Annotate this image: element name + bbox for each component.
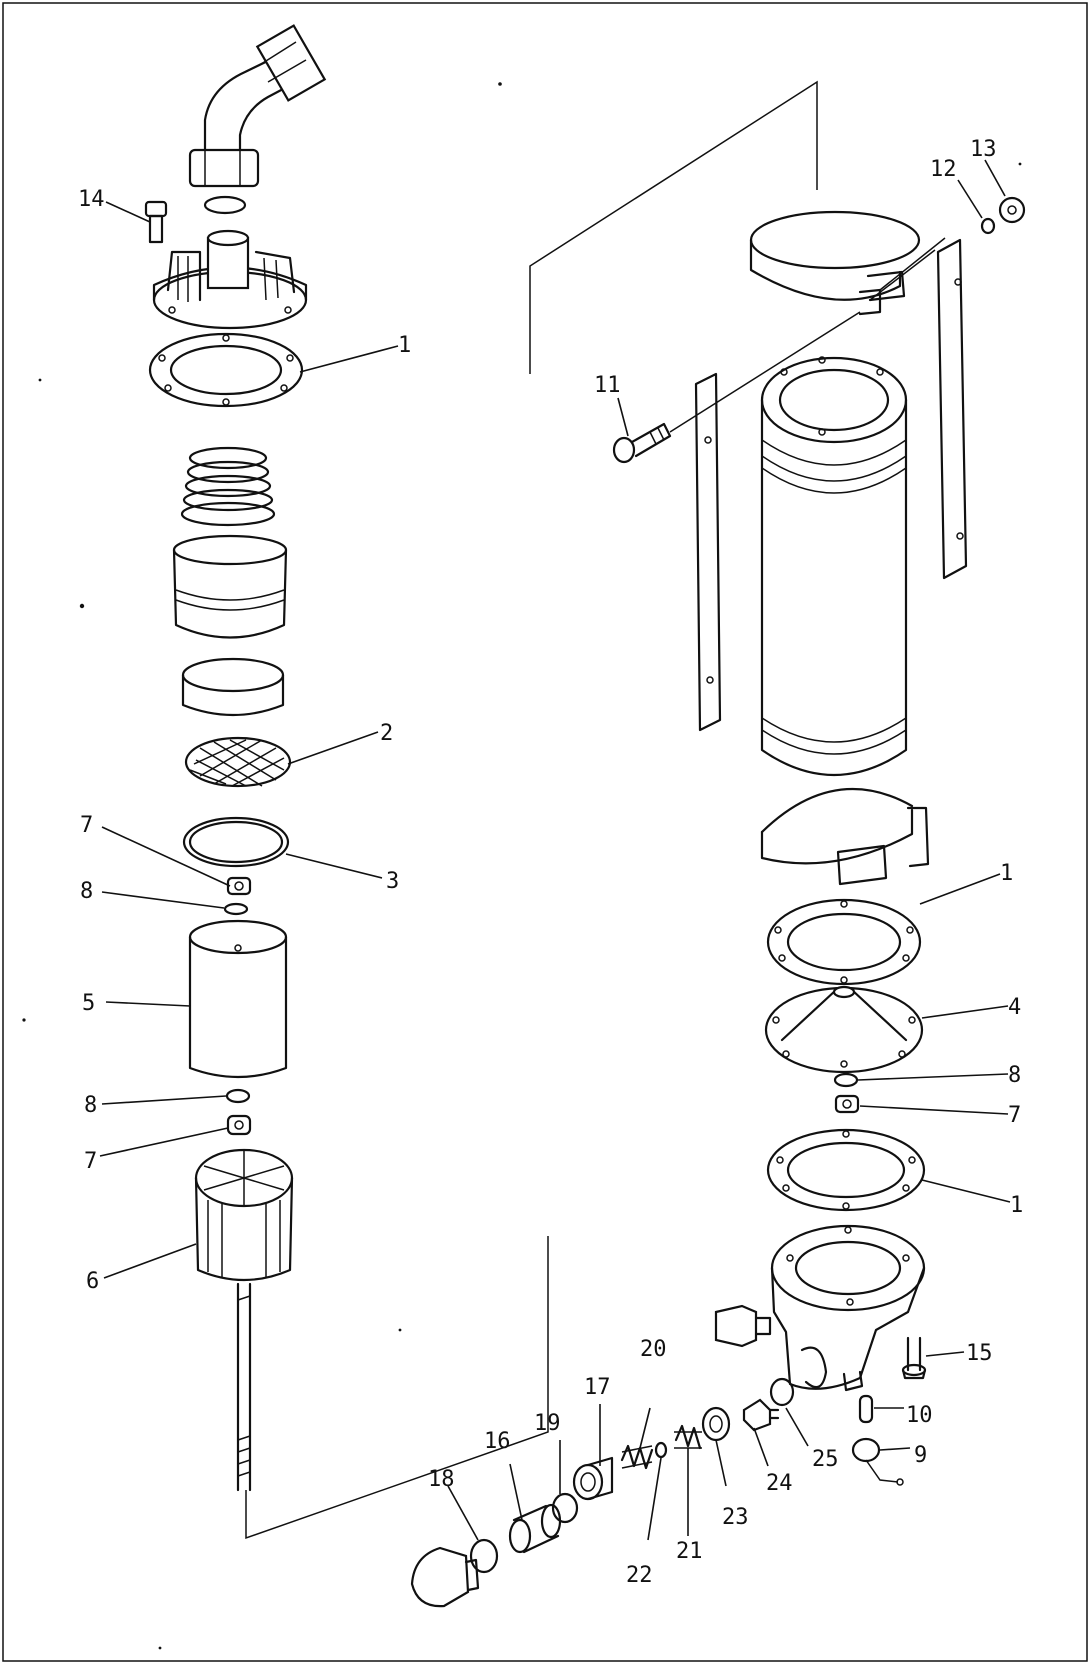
main-cylinder — [760, 356, 908, 776]
inlet-washer — [203, 195, 247, 215]
leader-lines — [99, 159, 1011, 1541]
filter-bowl-6 — [194, 1148, 294, 1282]
callout-20: 20 — [640, 1337, 667, 1362]
spring-21 — [674, 1424, 702, 1450]
nut-7-lower — [226, 1114, 252, 1136]
callout-1-right-lower: 1 — [1010, 1193, 1023, 1218]
side-plug — [714, 1304, 772, 1348]
bracket-strap-left — [694, 372, 722, 732]
callout-8-right: 8 — [1008, 1063, 1021, 1088]
bracket-strap-right — [936, 238, 968, 580]
callout-10: 10 — [906, 1403, 933, 1428]
o-ring-18 — [469, 1538, 499, 1574]
clamp-tie-line — [869, 237, 946, 301]
callout-5: 5 — [82, 991, 95, 1016]
end-plug — [410, 1546, 480, 1608]
callout-16: 16 — [484, 1429, 511, 1454]
washer-8-lower — [225, 1088, 251, 1104]
filter-element-5 — [188, 919, 288, 1079]
bolt-11-axis-line — [669, 311, 861, 433]
head-cover — [152, 229, 308, 330]
callout-2: 2 — [380, 721, 393, 746]
base-housing — [770, 1224, 926, 1392]
o-ring-19 — [551, 1492, 579, 1524]
callout-1-upper-left: 1 — [398, 333, 411, 358]
seat-23 — [701, 1406, 731, 1442]
callout-4: 4 — [1008, 995, 1021, 1020]
cone-plate-4 — [764, 985, 924, 1074]
valve-fitting-24 — [742, 1398, 780, 1432]
filter-cap — [181, 657, 285, 717]
callout-25: 25 — [812, 1447, 839, 1472]
nut-13 — [998, 196, 1026, 224]
center-stud-rod — [236, 1282, 252, 1492]
callout-14: 14 — [78, 187, 105, 212]
cup-housing — [172, 534, 288, 639]
gasket-upper — [148, 332, 304, 408]
callout-6: 6 — [86, 1269, 99, 1294]
callout-12: 12 — [930, 157, 957, 182]
callout-13: 13 — [970, 137, 997, 162]
bolt-14 — [144, 200, 168, 244]
piston-17 — [572, 1456, 614, 1501]
callout-24: 24 — [766, 1471, 793, 1496]
drain-sensor-9 — [851, 1437, 904, 1486]
guide-line-lower — [245, 1236, 549, 1540]
clamp-band-upper — [749, 210, 921, 316]
callout-9: 9 — [914, 1443, 927, 1468]
mesh-screen-2 — [184, 736, 292, 788]
nut-7-upper — [226, 876, 252, 896]
callout-19: 19 — [534, 1411, 561, 1436]
callout-labels: 14 1 2 3 7 8 5 8 7 6 13 12 11 1 4 8 7 1 … — [78, 137, 1023, 1588]
gasket-lower — [766, 1128, 926, 1212]
washer-22 — [654, 1441, 668, 1459]
callout-8-upper: 8 — [80, 879, 93, 904]
washer-12 — [980, 217, 996, 235]
callout-23: 23 — [722, 1505, 749, 1530]
o-ring-25 — [769, 1377, 795, 1407]
guide-line-upper — [529, 80, 818, 374]
callout-18: 18 — [428, 1467, 455, 1492]
callout-15: 15 — [966, 1341, 993, 1366]
clamp-band-lower — [760, 788, 930, 886]
callout-22: 22 — [626, 1563, 653, 1588]
washer-8-upper — [223, 902, 249, 916]
inlet-elbow-hose — [188, 24, 327, 188]
callout-7-right: 7 — [1008, 1103, 1021, 1128]
callout-17: 17 — [584, 1375, 611, 1400]
callout-1-right-upper: 1 — [1000, 861, 1013, 886]
callout-8-lower: 8 — [84, 1093, 97, 1118]
spring-coil — [180, 446, 276, 527]
bolt-15 — [901, 1336, 927, 1380]
callout-21: 21 — [676, 1539, 703, 1564]
callout-7-lower: 7 — [84, 1149, 97, 1174]
gasket-middle — [766, 898, 922, 986]
pin-10 — [858, 1394, 874, 1424]
nut-7-right — [834, 1094, 860, 1114]
print-specks — [22, 82, 1022, 1650]
callout-11: 11 — [594, 373, 621, 398]
callout-3: 3 — [386, 869, 399, 894]
callout-7-upper: 7 — [80, 813, 93, 838]
sleeve-16 — [508, 1503, 562, 1554]
spring-20 — [620, 1444, 654, 1470]
o-ring-3 — [182, 816, 290, 868]
bolt-11 — [612, 422, 672, 464]
washer-8-right — [833, 1072, 859, 1088]
